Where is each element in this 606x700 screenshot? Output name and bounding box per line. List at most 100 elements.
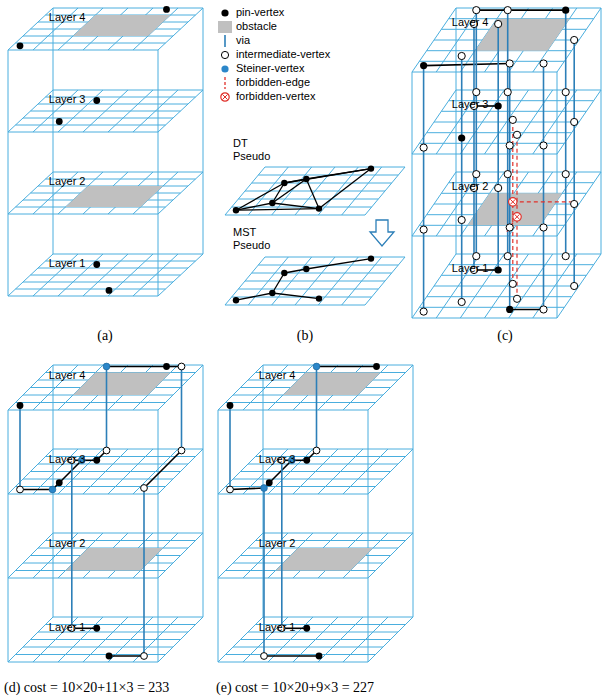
grid-line (434, 122, 579, 123)
grid-line (318, 449, 363, 494)
legend-text: Steiner-vertex (236, 62, 304, 74)
intermediate-vertex (513, 295, 520, 302)
pin-vertex (56, 479, 63, 486)
layer-label: MST (233, 226, 256, 239)
intermediate-vertex (473, 171, 480, 178)
grid-line (31, 471, 181, 472)
wire-segment (144, 451, 182, 489)
grid-line (342, 167, 382, 215)
layer-label: Layer 1 (452, 262, 489, 275)
legend-text: via (236, 34, 250, 46)
legend-forbidden-edge (224, 77, 225, 89)
layer-edge (203, 365, 204, 617)
pin-vertex (316, 205, 322, 211)
legend-sample (218, 35, 232, 47)
legend-row: Steiner-vertex (218, 62, 304, 75)
layer-label: Layer 1 (259, 621, 296, 634)
via-line (565, 10, 567, 256)
via-line (229, 406, 231, 490)
layer-label: Layer 1 (49, 621, 86, 634)
grid-line (245, 191, 385, 192)
legend-row: forbidden-edge (218, 76, 310, 89)
layer-edge (218, 410, 219, 662)
grid-line (252, 183, 392, 184)
wire-segment (109, 655, 144, 657)
grid-line (252, 273, 392, 274)
layer-label: DT (233, 137, 248, 150)
pin-vertex (266, 479, 273, 486)
intermediate-vertex (540, 60, 547, 67)
intermediate-vertex (420, 226, 427, 233)
legend-sample (218, 77, 232, 89)
via-line (509, 64, 511, 310)
pin-vertex (163, 6, 170, 13)
pin-vertex (495, 102, 502, 109)
pin-vertex (106, 287, 113, 294)
steiner-vertex (261, 485, 268, 492)
intermediate-vertex (571, 282, 578, 289)
pin-vertex (56, 118, 63, 125)
pin-vertex (269, 200, 275, 206)
grid-line (434, 286, 579, 287)
legend-row: pin-vertex (218, 6, 284, 19)
layer-label: Pseudo (233, 150, 270, 163)
legend-row: obstacle (218, 20, 277, 33)
pin-vertex (281, 270, 287, 276)
intermediate-vertex (513, 131, 520, 138)
intermediate-vertex (141, 653, 148, 660)
intermediate-vertex (504, 89, 511, 96)
legend-cross (223, 95, 228, 100)
layer-label: Layer 2 (49, 537, 86, 550)
intermediate-vertex (540, 306, 547, 313)
intermediate-vertex (509, 116, 516, 123)
pin-vertex (17, 402, 24, 409)
grid-line (53, 90, 203, 91)
steiner-vertex (103, 363, 110, 370)
layer-label: Layer 1 (49, 257, 86, 270)
grid-line (441, 275, 586, 276)
legend-sample (218, 7, 232, 19)
wire-segment (317, 366, 377, 368)
intermediate-vertex (261, 653, 268, 660)
intermediate-vertex (506, 60, 513, 67)
legend-row: forbidden-vertex (218, 90, 316, 103)
grid-line (557, 90, 601, 154)
grid-line (241, 639, 391, 640)
intermediate-vertex (562, 89, 569, 96)
pin-vertex (93, 97, 100, 104)
via-line (423, 66, 425, 312)
intermediate-vertex (313, 447, 320, 454)
intermediate-vertex (571, 118, 578, 125)
intermediate-vertex (571, 200, 578, 207)
pin-vertex (233, 297, 239, 303)
layer-edge (203, 8, 204, 254)
intermediate-vertex (504, 171, 511, 178)
pin-vertex (316, 653, 323, 660)
obstacle-region (66, 548, 164, 571)
intermediate-vertex (473, 89, 480, 96)
wire-segment (264, 655, 319, 657)
intermediate-vertex (504, 253, 511, 260)
layer-label: Layer 4 (49, 369, 86, 382)
intermediate-vertex (458, 52, 465, 59)
forbidden-cross (515, 214, 520, 219)
wire-segment (510, 309, 544, 311)
layer-edge (601, 8, 602, 254)
grid-line (158, 533, 203, 578)
grid-line (509, 90, 553, 154)
legend-text: obstacle (236, 20, 277, 32)
pin-vertex (316, 295, 322, 301)
layer-edge (413, 365, 414, 617)
grid-line (368, 533, 413, 578)
legend-sample (218, 91, 232, 103)
panel-caption: (c) (497, 328, 513, 344)
pin-vertex (458, 134, 465, 141)
via-line (507, 10, 509, 256)
graph-edge (236, 209, 319, 211)
panel-caption: (b) (297, 328, 313, 344)
graph-edge (236, 183, 284, 210)
grid-line (108, 449, 153, 494)
legend-text: forbidden-vertex (236, 90, 316, 102)
pin-vertex (93, 457, 100, 464)
grid-line (263, 449, 413, 450)
